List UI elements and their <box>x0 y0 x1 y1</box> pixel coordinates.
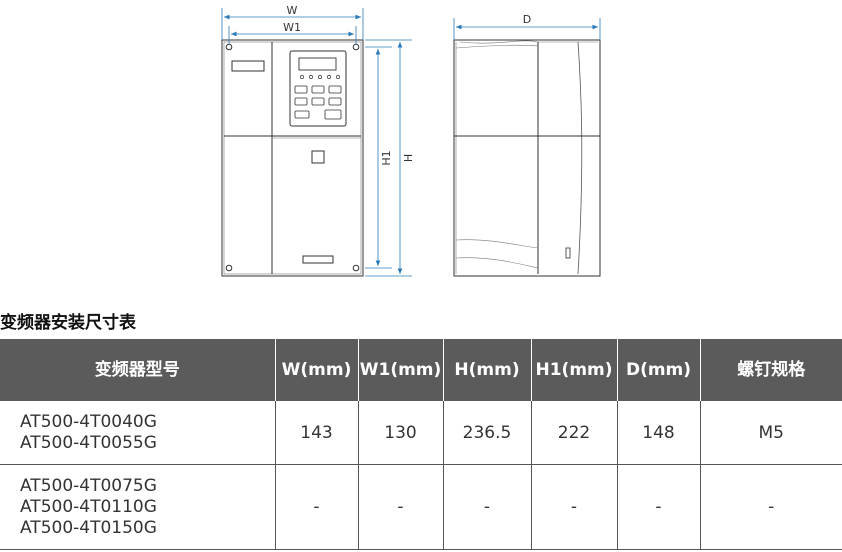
mount-hole-br <box>352 264 360 272</box>
label-h: H <box>402 154 415 162</box>
label-w: W <box>287 4 298 17</box>
dimension-drawing: W W1 H1 H D <box>221 4 601 277</box>
keypad-leds <box>300 75 340 79</box>
header-w1: W1(mm) <box>357 339 443 401</box>
section-title: 变频器安装尺寸表 <box>0 313 136 333</box>
cell-h: 236.5 <box>443 401 532 465</box>
header-model: 变频器型号 <box>0 339 275 401</box>
header-w: W(mm) <box>274 339 358 401</box>
spec-table: 变频器型号 W(mm) W1(mm) H(mm) H1(mm) D(mm) 螺钉… <box>0 339 842 550</box>
cell-d: - <box>617 464 701 550</box>
front-view <box>221 39 364 277</box>
side-view <box>453 39 601 277</box>
header-h1: H1(mm) <box>530 339 617 401</box>
front-outline <box>221 39 364 277</box>
mount-hole-tr <box>352 43 360 51</box>
side-dimensions <box>453 18 601 40</box>
cell-h: - <box>443 464 532 550</box>
cell-h1: - <box>531 464 618 550</box>
mount-hole-bl <box>225 264 233 272</box>
nameplate-slot <box>231 60 265 72</box>
table-row: AT500-4T0075G AT500-4T0110G AT500-4T0150… <box>0 464 842 550</box>
keypad-buttons <box>294 85 342 120</box>
table-header-row: 变频器型号 W(mm) W1(mm) H(mm) H1(mm) D(mm) 螺钉… <box>0 339 842 401</box>
label-h1: H1 <box>380 150 393 165</box>
cell-d: 148 <box>617 401 701 465</box>
header-d: D(mm) <box>616 339 700 401</box>
mount-hole-tl <box>225 43 233 51</box>
cell-models: AT500-4T0040G AT500-4T0055G <box>0 401 276 465</box>
cell-h1: 222 <box>531 401 618 465</box>
keypad-display <box>298 57 337 71</box>
cell-screw: M5 <box>700 401 842 465</box>
side-latch <box>565 247 571 259</box>
cell-w1: 130 <box>358 401 444 465</box>
indicator-window <box>311 150 325 164</box>
header-screw: 螺钉规格 <box>699 339 842 401</box>
cell-w1: - <box>358 464 444 550</box>
cell-models: AT500-4T0075G AT500-4T0110G AT500-4T0150… <box>0 464 276 550</box>
label-w1: W1 <box>283 21 301 34</box>
side-outline <box>453 39 601 277</box>
cell-w: 143 <box>275 401 359 465</box>
label-d: D <box>523 13 531 26</box>
cell-screw: - <box>700 464 842 550</box>
front-dimensions <box>221 8 412 277</box>
cell-w: - <box>275 464 359 550</box>
table-row: AT500-4T0040G AT500-4T0055G 143 130 236.… <box>0 401 842 465</box>
bottom-slot <box>302 255 334 264</box>
keypad-panel <box>289 50 347 127</box>
header-h: H(mm) <box>442 339 531 401</box>
